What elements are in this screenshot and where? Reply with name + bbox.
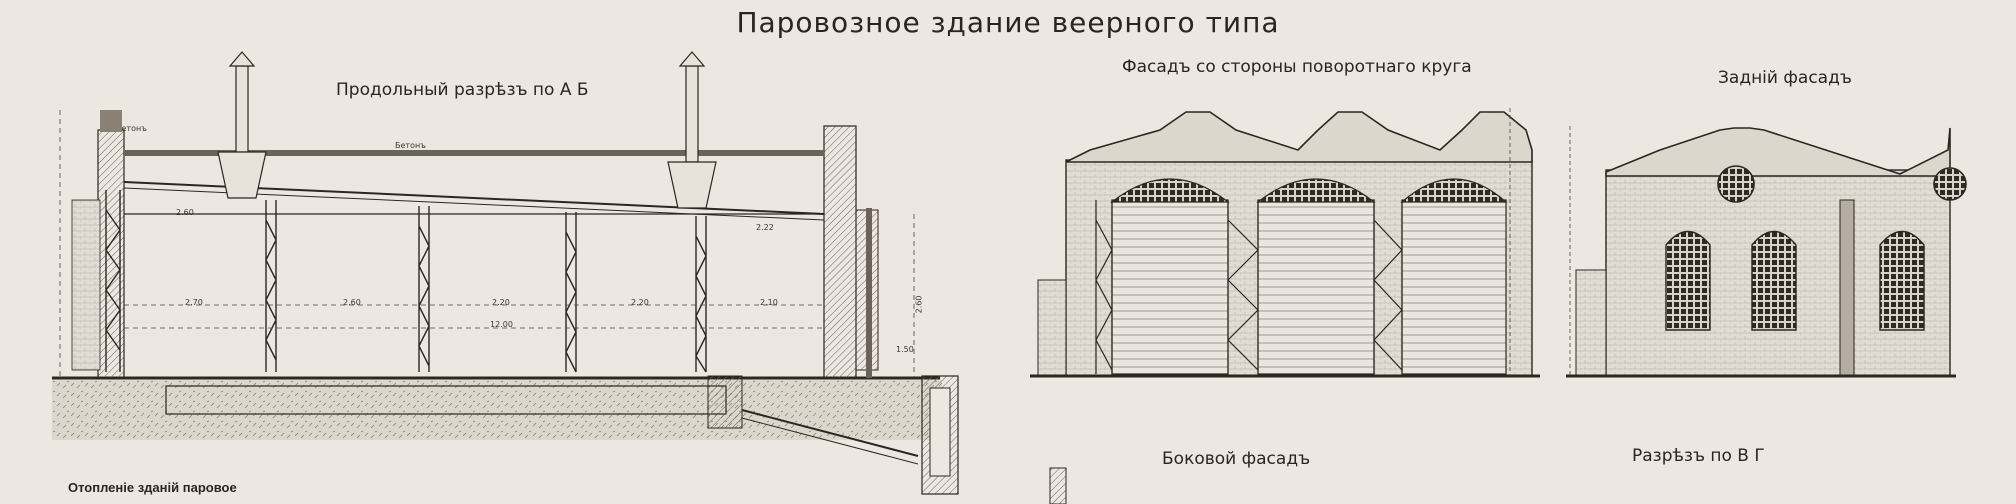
dim-span-2: 2.60 [343,298,361,307]
rear-facade [1566,126,1967,378]
dim-h2: 1.50 [896,345,914,354]
dim-span-3: 2.20 [492,298,510,307]
side-facade-caption: Боковой фасадъ [1162,449,1311,469]
turntable-facade-caption: Фасадъ со стороны поворотнаго круга [1122,57,1472,77]
concrete-label: Бетонъ [116,124,147,133]
dim-span-4: 2.20 [631,298,649,307]
heating-note: Отопленіе зданій паровое [68,480,237,495]
turntable-facade [1030,108,1540,378]
dim-span-5: 2.10 [760,298,778,307]
longitudinal-section [52,51,959,495]
dim-span-1: 2.70 [185,298,203,307]
dim-top-1: 2.60 [176,208,194,217]
section-vg-caption: Разрѣзъ по В Г [1632,446,1765,466]
sheet-title: Паровозное здание веерного типа [736,6,1280,39]
longitudinal-section-caption: Продольный разрѣзъ по А Б [336,80,589,100]
rear-facade-caption: Задній фасадъ [1718,68,1852,88]
concrete-label-roof: Бетонъ [395,141,426,150]
dim-top-2: 2.22 [756,223,774,232]
side-facade-stub [1049,467,1067,504]
dim-total: 12.00 [490,320,513,329]
